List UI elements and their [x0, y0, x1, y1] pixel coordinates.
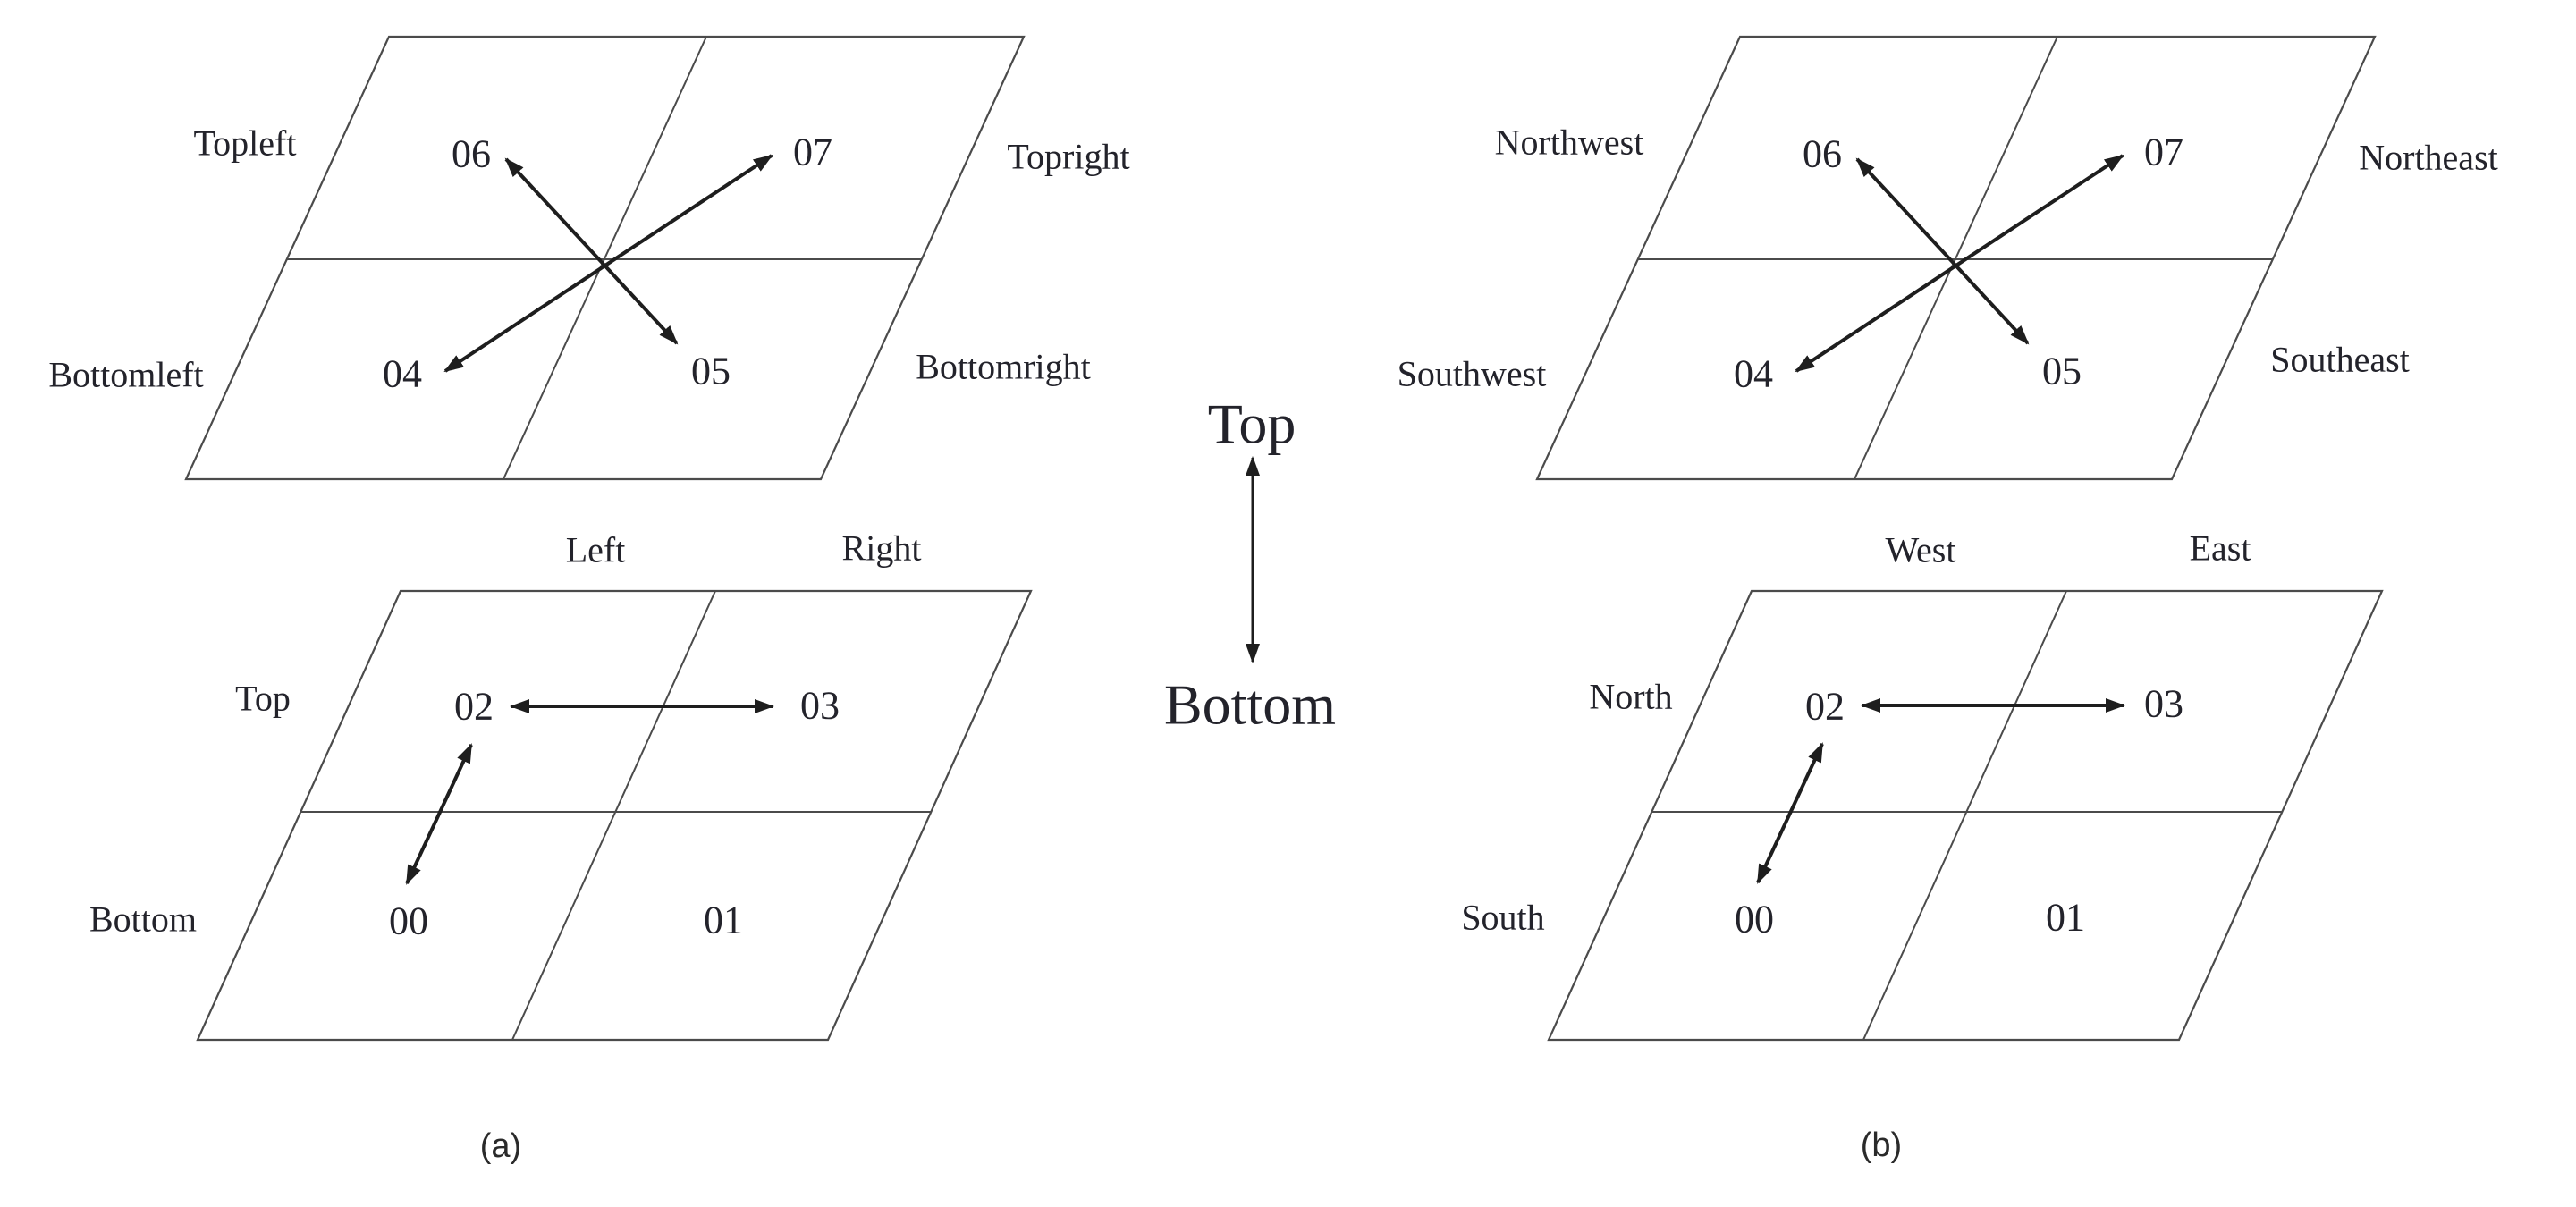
panel-b-arrow-00-02	[1756, 742, 1824, 884]
panel-a: Topleft Topright Bottomleft Bottomright …	[48, 35, 1130, 1165]
panel-a-cell-07: 07	[793, 131, 832, 174]
panel-a-cell-03: 03	[800, 684, 840, 728]
panel-b-label-south: South	[1461, 898, 1544, 938]
panel-a-cell-06: 06	[452, 132, 491, 176]
panel-b-label-northwest: Northwest	[1495, 122, 1644, 163]
panel-b-cell-03: 03	[2144, 682, 2183, 726]
panel-a-arrow-04-07	[443, 154, 773, 373]
panel-a-upper-grid: Topleft Topright Bottomleft Bottomright …	[48, 35, 1130, 481]
panel-a-label-bottomleft: Bottomleft	[48, 355, 203, 395]
panel-b-cell-00: 00	[1735, 898, 1774, 941]
panel-b-label-southwest: Southwest	[1398, 354, 1547, 394]
panel-b-upper-grid: Northwest Northeast Southwest Southeast …	[1398, 35, 2498, 481]
panel-a-label-left: Left	[566, 530, 626, 570]
panel-a-caption: (a)	[480, 1127, 521, 1165]
panel-b-arrow-04-07	[1795, 154, 2124, 373]
panel-b-label-east: East	[2190, 528, 2251, 569]
panel-b-cell-02: 02	[1805, 685, 1845, 729]
panel-a-lower-grid-vmid-line	[511, 590, 716, 1041]
panel-a-lower-grid: Left Right Top Bottom 02 03 00 01	[89, 528, 1033, 1042]
panel-a-label-topleft: Topleft	[194, 123, 297, 164]
panel-a-label-bottom: Bottom	[89, 899, 197, 940]
panel-a-label-topright: Topright	[1007, 137, 1129, 177]
panel-a-cell-01: 01	[704, 899, 743, 942]
panel-a-cell-04: 04	[383, 352, 422, 396]
panel-a-cell-00: 00	[389, 899, 428, 943]
panel-a-lower-grid-outline	[196, 589, 1033, 1042]
panel-a-cell-05: 05	[691, 350, 731, 393]
panel-a-label-right: Right	[842, 528, 922, 569]
panel-b-upper-grid-vmid-line	[1854, 36, 2058, 480]
panel-a-label-bottomright: Bottomright	[916, 347, 1091, 387]
panel-b: Northwest Northeast Southwest Southeast …	[1398, 35, 2498, 1164]
panel-a-arrow-00-02	[405, 743, 473, 885]
panel-b-upper-grid-outline	[1535, 35, 2377, 481]
panel-b-label-west: West	[1886, 530, 1956, 570]
panel-b-lower-grid: West East North South 02 03 00 01	[1461, 528, 2384, 1042]
panel-a-upper-grid-vmid-line	[503, 36, 707, 480]
panel-b-cell-04: 04	[1734, 352, 1773, 396]
panel-b-cell-01: 01	[2046, 896, 2085, 940]
panel-b-lower-grid-vmid-line	[1862, 590, 2067, 1041]
panel-b-caption: (b)	[1861, 1127, 1902, 1164]
center-legend-bottom-label: Bottom	[1164, 673, 1336, 737]
panel-a-upper-grid-outline	[184, 35, 1026, 481]
center-legend-top-label: Top	[1208, 392, 1296, 456]
panel-b-label-northeast: Northeast	[2359, 138, 2498, 178]
panel-a-cell-02: 02	[454, 685, 494, 729]
center-legend: Top Bottom	[1164, 392, 1336, 737]
panel-a-label-top: Top	[235, 679, 291, 719]
panel-b-cell-07: 07	[2144, 131, 2183, 174]
panel-b-label-north: North	[1589, 677, 1672, 717]
panel-b-cell-06: 06	[1803, 132, 1842, 176]
panel-b-lower-grid-outline	[1547, 589, 2384, 1042]
panel-b-cell-05: 05	[2042, 350, 2082, 393]
panel-b-label-southeast: Southeast	[2270, 340, 2410, 380]
